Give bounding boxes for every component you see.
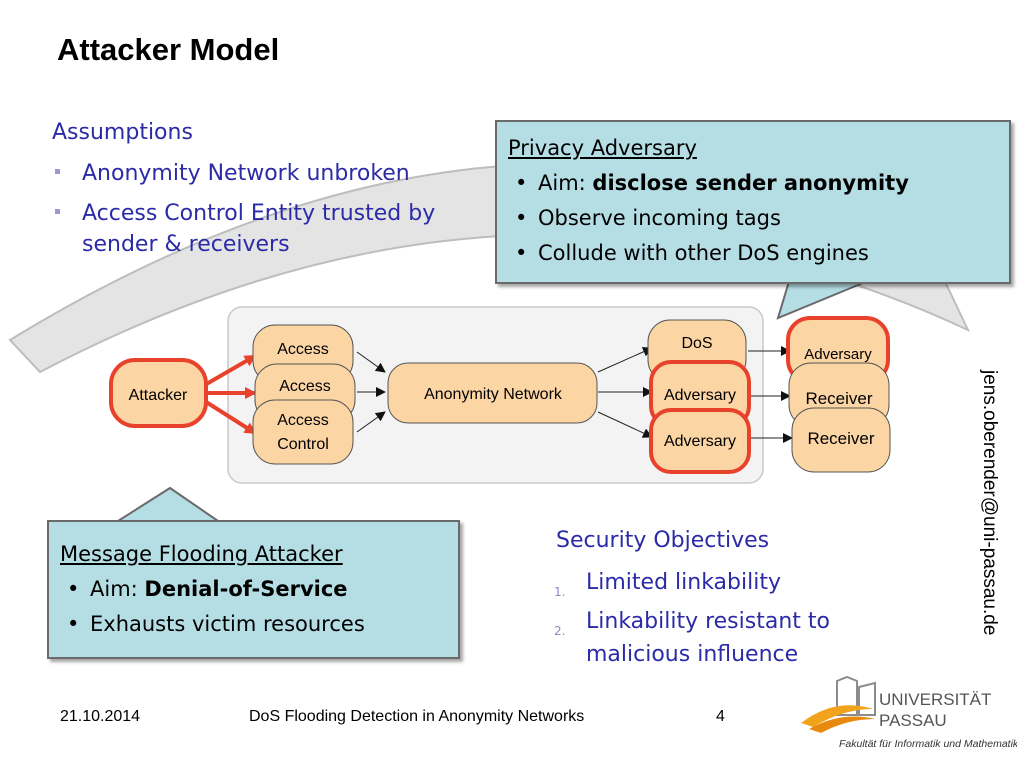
logo-emblem-icon	[801, 675, 876, 733]
privacy-item: • Observe incoming tags	[515, 206, 781, 230]
receiver-label: Receiver	[805, 389, 872, 408]
objective-text: Linkability resistant to malicious influ…	[586, 609, 830, 667]
privacy-aim-value: disclose sender anonymity	[592, 171, 909, 195]
access-control-label: Control	[277, 436, 329, 453]
flooding-aim-prefix: Aim:	[90, 577, 145, 601]
privacy-item-text: Observe incoming tags	[538, 206, 781, 230]
page-title: Attacker Model	[57, 32, 280, 67]
privacy-aim-prefix: Aim:	[538, 171, 593, 195]
assumptions-heading: Assumptions	[52, 120, 193, 145]
black-arrows	[356, 346, 793, 443]
privacy-callout-pointer	[776, 277, 876, 320]
adversary-node	[649, 408, 751, 474]
objective-item: 1. Limited linkability	[554, 566, 781, 599]
access-control-label: Access	[277, 412, 329, 429]
footer-title: DoS Flooding Detection in Anonymity Netw…	[249, 708, 585, 725]
objective-number: 2.	[554, 624, 566, 638]
security-objectives-heading: Security Objectives	[556, 528, 770, 553]
assumption-item: Anonymity Network unbroken	[55, 158, 410, 189]
privacy-item-text: Collude with other DoS engines	[538, 241, 869, 265]
privacy-adversary-callout: Privacy Adversary • Aim: disclose sender…	[495, 120, 1011, 284]
bullet-dot-icon: •	[67, 577, 80, 601]
access-label: Access	[277, 341, 329, 358]
university-logo: UNIVERSITÄT PASSAU Fakultät für Informat…	[801, 675, 1017, 750]
objective-number: 1.	[554, 585, 566, 599]
anonymity-network-label: Anonymity Network	[424, 386, 563, 403]
attacker-node	[109, 358, 208, 428]
message-flooding-title: Message Flooding Attacker	[60, 542, 343, 566]
footer-page-number: 4	[716, 708, 725, 725]
logo-name-line1: UNIVERSITÄT	[879, 690, 991, 709]
anonymity-network-node	[387, 362, 598, 424]
message-flooding-callout: Message Flooding Attacker • Aim: Denial-…	[47, 520, 460, 659]
author-email: jens.oberender@uni-passau.de	[978, 370, 1018, 670]
attack-arrows	[201, 354, 257, 435]
bullet-square-icon	[55, 209, 60, 214]
assumption-text: Access Control Entity trusted by sender …	[82, 201, 436, 257]
logo-tagline: Fakultät für Informatik und Mathematik	[839, 738, 1017, 750]
bullet-square-icon	[55, 169, 60, 174]
attacker-label: Attacker	[129, 387, 188, 404]
assumption-item: Access Control Entity trusted by sender …	[55, 198, 502, 260]
receiver-label: Receiver	[807, 429, 874, 448]
flooding-item-text: Exhausts victim resources	[90, 612, 365, 636]
bullet-dot-icon: •	[515, 171, 528, 195]
objective-item: 2. Linkability resistant to malicious in…	[554, 605, 916, 671]
flooding-aim-value: Denial-of-Service	[144, 577, 348, 601]
adversary-label: Adversary	[664, 433, 736, 450]
privacy-item: • Collude with other DoS engines	[515, 241, 869, 265]
privacy-adversary-title: Privacy Adversary	[508, 136, 697, 160]
assumption-text: Anonymity Network unbroken	[82, 161, 410, 186]
access-label: Access	[279, 378, 331, 395]
bullet-dot-icon: •	[515, 206, 528, 230]
receiver-node	[791, 407, 891, 473]
dos-engine-label: DoS	[681, 335, 712, 352]
flooding-aim-item: • Aim: Denial-of-Service	[67, 577, 348, 601]
adversary-label: Adversary	[804, 346, 872, 363]
access-control-node	[252, 399, 354, 465]
bullet-dot-icon: •	[67, 612, 80, 636]
objective-text: Limited linkability	[586, 570, 781, 595]
logo-name-line2: PASSAU	[879, 711, 947, 730]
flooding-item: • Exhausts victim resources	[67, 612, 365, 636]
author-email-text: jens.oberender@uni-passau.de	[979, 370, 1000, 636]
adversary-label: Adversary	[664, 387, 736, 404]
flooding-callout-pointer	[117, 486, 219, 522]
footer-date: 21.10.2014	[60, 708, 141, 725]
bullet-dot-icon: •	[515, 241, 528, 265]
privacy-aim-item: • Aim: disclose sender anonymity	[515, 171, 909, 195]
